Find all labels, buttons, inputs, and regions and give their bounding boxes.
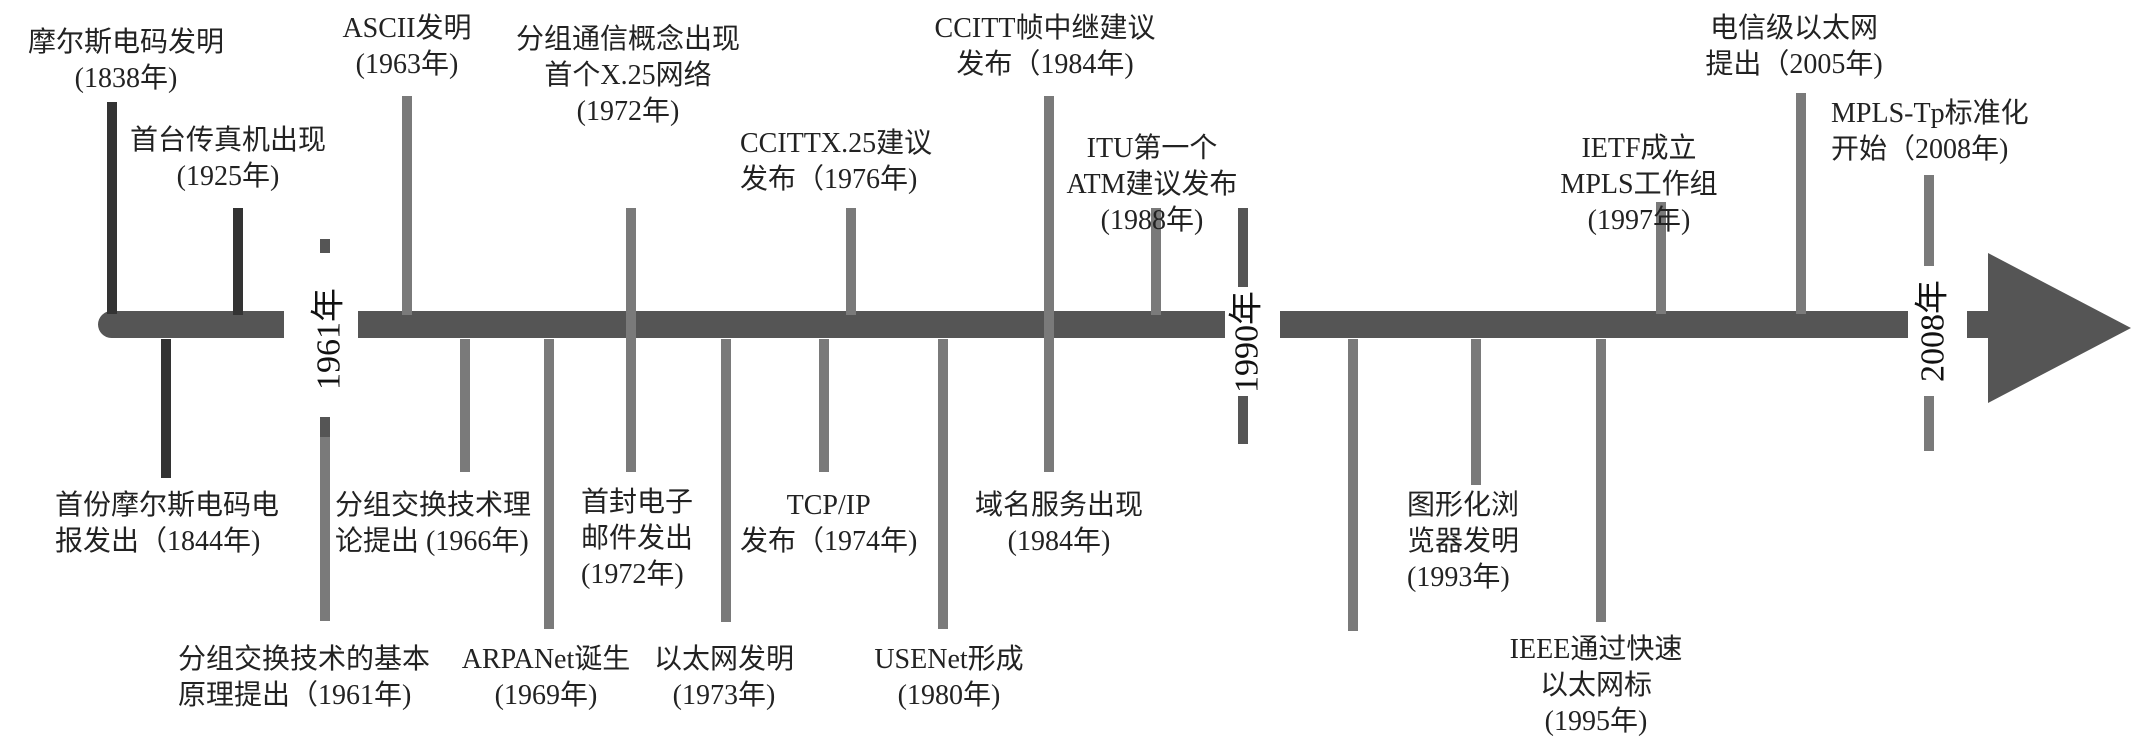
- timeline-connector-line: [544, 339, 554, 629]
- event-label-line: IEEE通过快速: [1509, 634, 1683, 665]
- event-label-line: 提出（2005年): [1705, 49, 1883, 80]
- event-label-line: 分组交换技术理: [335, 490, 532, 521]
- year-marker-background: [284, 253, 358, 417]
- event-label-line: ARPANet诞生: [461, 644, 631, 675]
- event-label-line: 报发出（1844年): [55, 526, 261, 557]
- year-marker-label: 2008年: [1914, 280, 1952, 382]
- event-label-line: 摩尔斯电码发明: [27, 27, 225, 58]
- event-label-carrier-ethernet: 电信级以太网提出（2005年): [1705, 11, 1882, 83]
- event-label-ccitt-x25: CCITTX.25建议发布（1976年): [740, 126, 932, 198]
- timeline-connector-line: [1151, 208, 1161, 315]
- event-label-line: (1838年): [74, 63, 178, 94]
- event-label-line: 分组交换技术的基本: [178, 644, 431, 675]
- timeline-connector-line: [233, 208, 243, 315]
- timeline-connector-line: [1656, 202, 1666, 314]
- event-label-tcpip: TCP/IP 发布（1974年): [740, 488, 917, 560]
- event-label-ethernet: 以太网发明 (1973年): [654, 642, 794, 714]
- event-label-line: ASCII发明: [342, 13, 472, 44]
- event-label-packet-switching-principle: 分组交换技术的基本原理提出（1961年): [178, 642, 430, 714]
- timeline-connector-line: [1596, 339, 1606, 622]
- event-label-line: (1925年): [176, 161, 280, 192]
- event-label-line: 发布（1974年): [740, 526, 918, 557]
- event-label-graphical-browser: 图形化浏览器发明 (1993年): [1407, 488, 1519, 596]
- event-label-line: 分组通信概念出现: [515, 24, 741, 55]
- year-marker-background: [1225, 287, 1280, 396]
- event-label-line: (1997年): [1587, 205, 1691, 236]
- event-label-line: (1995年): [1544, 706, 1648, 737]
- event-label-line: 发布（1976年): [740, 164, 918, 195]
- timeline-connector-line: [1044, 96, 1054, 472]
- timeline-connector-line: [161, 339, 171, 478]
- timeline-connector-line: [402, 96, 412, 315]
- event-label-arpanet: ARPANet诞生 (1969年): [462, 642, 631, 714]
- timeline-connector-line: [721, 339, 731, 622]
- event-label-line: MPLS工作组: [1560, 169, 1718, 200]
- event-label-line: 首台传真机出现: [129, 125, 327, 156]
- timeline-connector-line: [320, 437, 330, 621]
- event-label-line: CCITT帧中继建议: [934, 13, 1156, 44]
- event-label-line: (1972年): [576, 96, 680, 127]
- year-marker-label: 1961年: [310, 288, 348, 390]
- timeline-bar-start: [98, 311, 284, 338]
- event-label-usenet: USENet形成 (1980年): [874, 642, 1023, 714]
- event-label-line: TCP/IP: [786, 490, 871, 521]
- event-label-line: ITU第一个: [1086, 133, 1218, 164]
- event-label-line: 论提出 (1966年): [335, 526, 529, 557]
- event-label-line: 首个X.25网络: [544, 60, 712, 91]
- event-label-first-email: 首封电子邮件发出 (1972年): [581, 485, 693, 593]
- timeline-connector-line: [938, 339, 948, 629]
- timeline-connector-line: [846, 208, 856, 315]
- event-label-line: (1984年): [1007, 526, 1111, 557]
- timeline-bar-1961-1990: [358, 311, 1225, 338]
- timeline-connector-line: [819, 339, 829, 472]
- event-label-morse-invention: 摩尔斯电码发明 (1838年): [28, 25, 224, 97]
- event-label-line: IETF成立: [1581, 133, 1697, 164]
- event-label-line: 原理提出（1961年): [178, 680, 412, 711]
- event-label-line: (1980年): [897, 680, 1001, 711]
- event-label-line: (1969年): [494, 680, 598, 711]
- event-label-line: 以太网发明: [653, 644, 795, 675]
- event-label-ietf-mpls: IETF成立 MPLS工作组 (1997年): [1560, 131, 1717, 239]
- timeline-bar-1990-2008: [1280, 311, 1908, 338]
- event-label-line: 以太网标: [1539, 670, 1653, 701]
- event-label-ascii: ASCII发明 (1963年): [342, 11, 471, 83]
- timeline-connector-line: [107, 102, 117, 314]
- event-label-first-telegram: 首份摩尔斯电码电报发出（1844年): [55, 488, 279, 560]
- event-label-line: 图形化浏: [1407, 490, 1520, 521]
- event-label-mpls-tp: MPLS-Tp标准化开始（2008年): [1831, 96, 2029, 168]
- event-label-dns: 域名服务出现 (1984年): [975, 488, 1143, 560]
- event-label-line: (1963年): [355, 49, 459, 80]
- event-label-line: 览器发明: [1407, 526, 1520, 557]
- event-label-line: 开始（2008年): [1831, 134, 2009, 165]
- event-label-line: CCITTX.25建议: [740, 128, 933, 159]
- timeline-connector-line: [1348, 339, 1358, 631]
- timeline-connector-line: [626, 208, 636, 472]
- timeline-connector-line: [1796, 93, 1806, 314]
- event-label-packet-switching-theory: 分组交换技术理论提出 (1966年): [335, 488, 531, 560]
- event-label-line: 邮件发出: [581, 523, 694, 554]
- event-label-line: (1988年): [1100, 205, 1204, 236]
- event-label-line: 电信级以太网: [1709, 13, 1879, 44]
- event-label-first-fax: 首台传真机出现 (1925年): [130, 123, 326, 195]
- timeline-bar-end: [1967, 311, 1992, 338]
- timeline-connector-line: [1471, 339, 1481, 485]
- event-label-line: USENet形成: [874, 644, 1024, 675]
- event-label-itu-atm: ITU第一个 ATM建议发布 (1988年): [1066, 131, 1237, 239]
- event-label-line: (1973年): [672, 680, 776, 711]
- event-label-ccitt-frame-relay: CCITT帧中继建议发布（1984年): [935, 11, 1156, 83]
- event-label-line: (1972年): [581, 559, 684, 590]
- event-label-line: MPLS-Tp标准化: [1831, 98, 2029, 129]
- year-marker-background: [1908, 266, 1967, 396]
- event-label-packet-comm-x25: 分组通信概念出现首个X.25网络 (1972年): [516, 22, 740, 130]
- event-label-line: 首份摩尔斯电码电: [55, 490, 280, 521]
- event-label-line: (1993年): [1407, 562, 1510, 593]
- year-marker-label: 1990年: [1228, 291, 1266, 393]
- event-label-line: ATM建议发布: [1066, 169, 1238, 200]
- event-label-line: 首封电子: [581, 487, 694, 518]
- event-label-line: 域名服务出现: [974, 490, 1144, 521]
- arrow-head-icon: [1988, 253, 2131, 403]
- event-label-fast-ethernet: IEEE通过快速以太网标 (1995年): [1510, 632, 1683, 740]
- timeline-connector-line: [460, 339, 470, 472]
- event-label-line: 发布（1984年): [956, 49, 1134, 80]
